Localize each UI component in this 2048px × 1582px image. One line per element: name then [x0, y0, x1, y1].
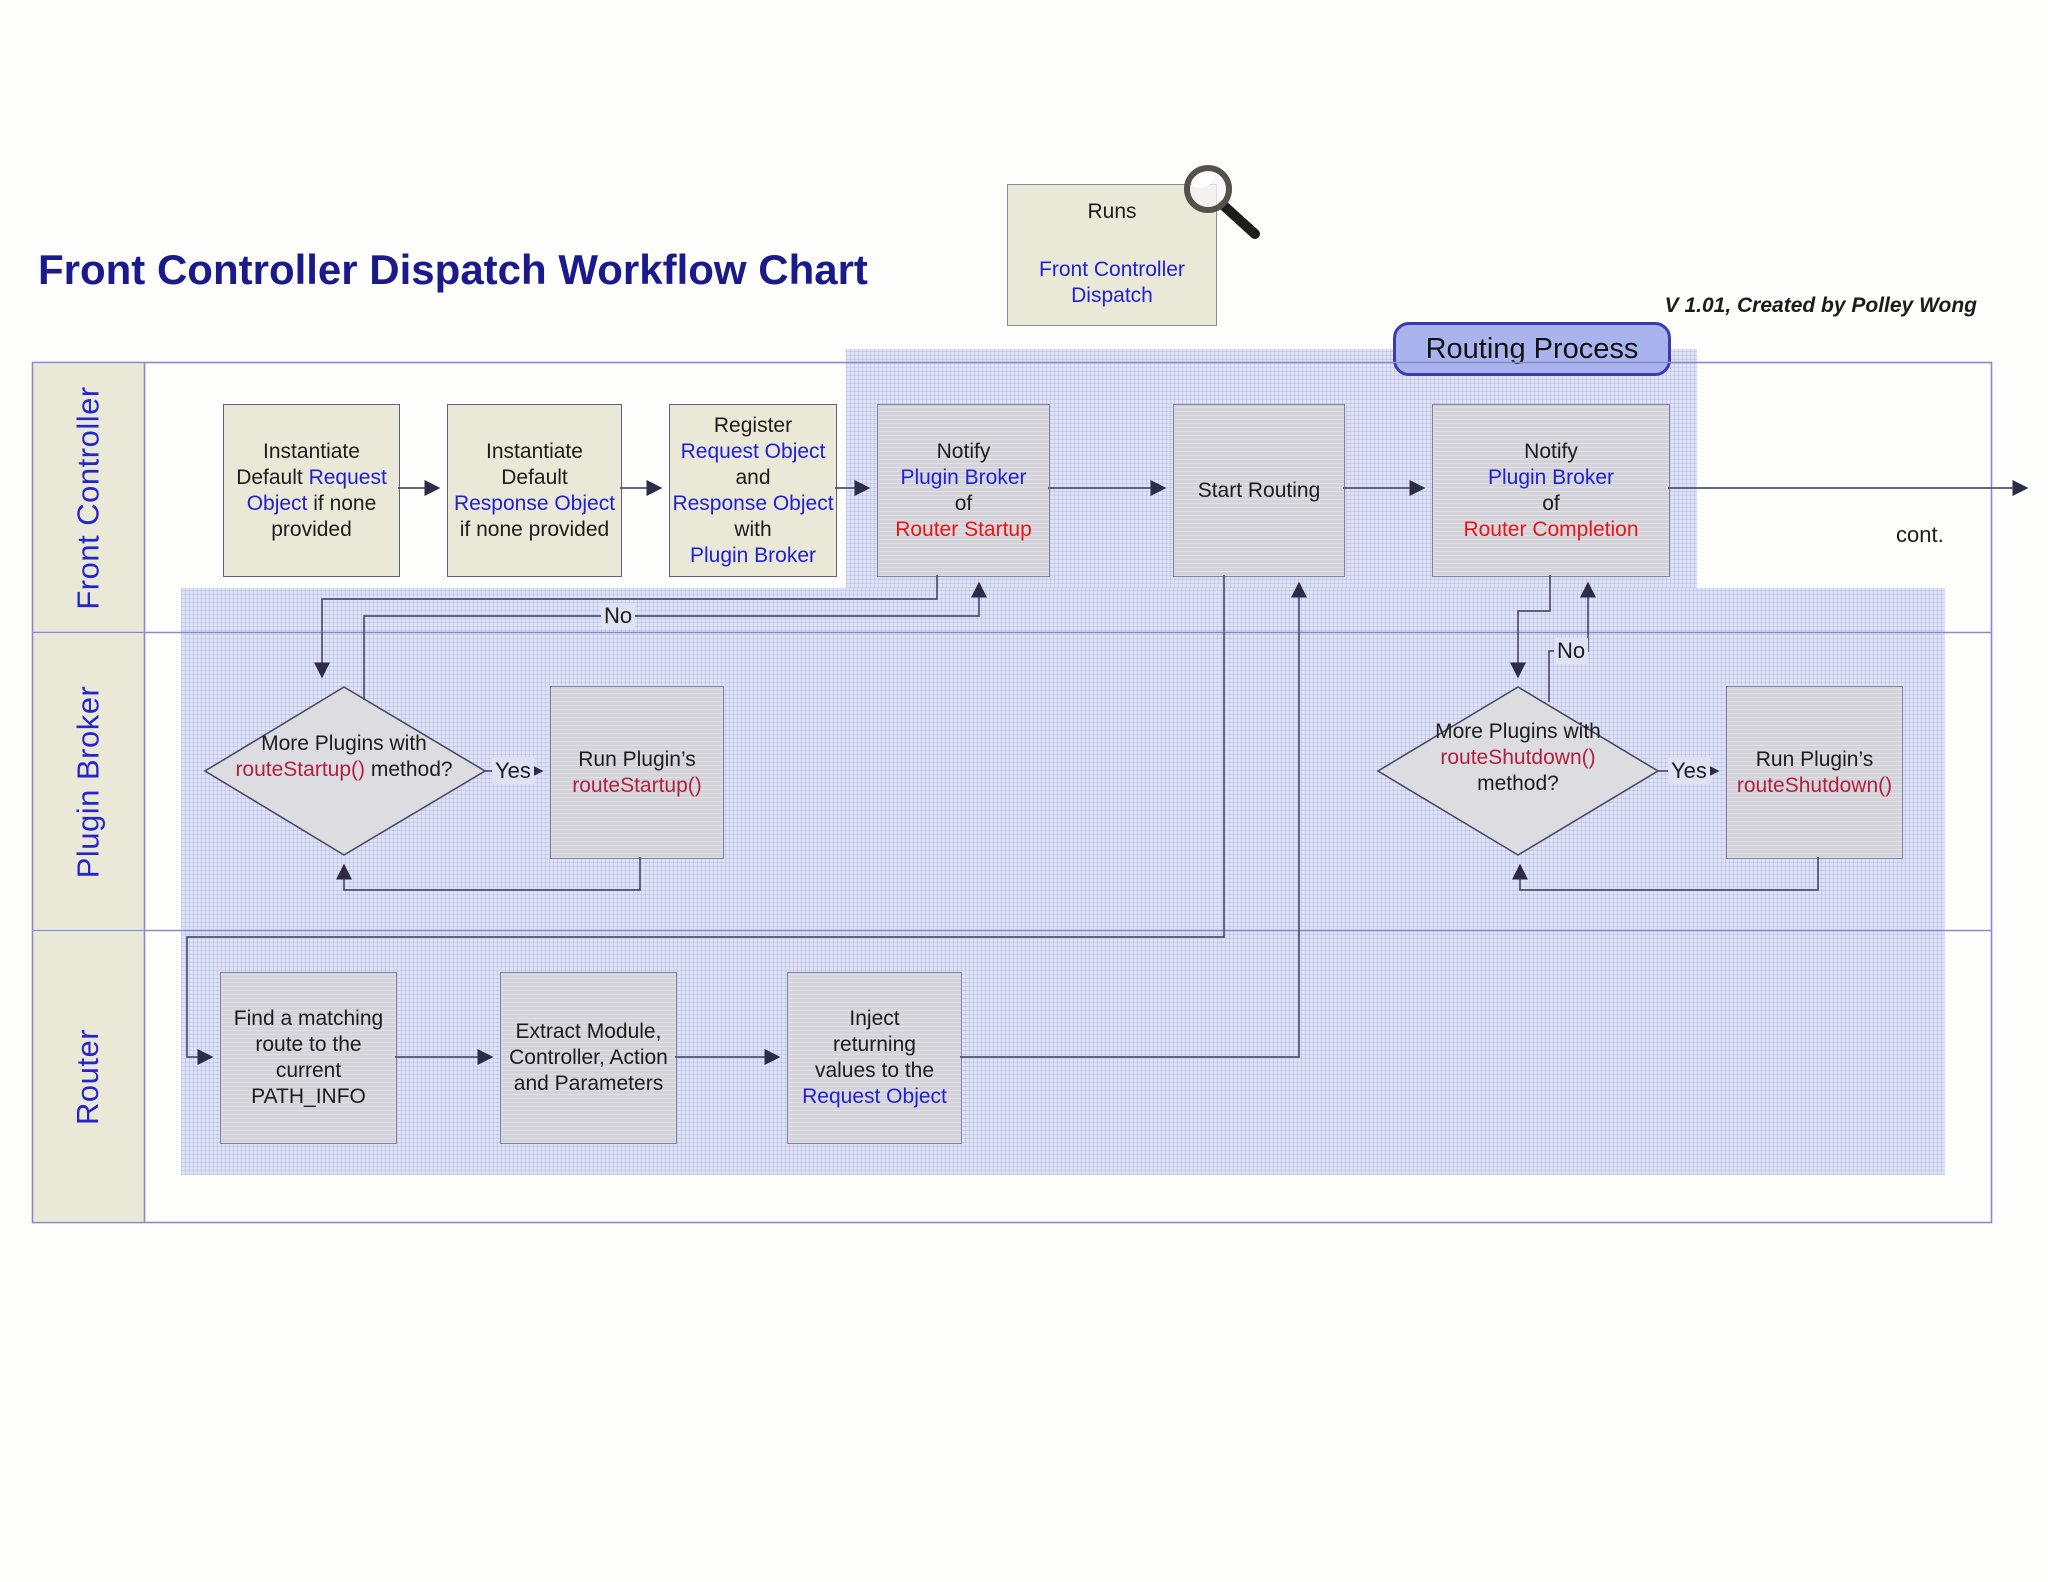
- process-run-plugin-routestartup: Run Plugin’s routeStartup(): [550, 686, 724, 859]
- swimlane-borders: [31, 361, 1993, 1224]
- page-title: Front Controller Dispatch Workflow Chart: [38, 246, 868, 293]
- label-no-left: No: [601, 603, 636, 629]
- decision-more-plugins-routestartup: [203, 686, 487, 856]
- runs-label: Runs: [1087, 200, 1137, 223]
- process-run-plugin-routeshutdown: Run Plugin’s routeShutdown(): [1726, 686, 1903, 859]
- process-notify-router-startup: Notify Plugin Broker of Router Startup: [877, 404, 1050, 577]
- legend-runs-box: Runs Front Controller Dispatch: [1007, 184, 1217, 326]
- process-notify-router-completion: Notify Plugin Broker of Router Completio…: [1432, 404, 1670, 577]
- runs-target: Front Controller Dispatch: [1039, 258, 1185, 307]
- decision-text-routestartup: More Plugins with routeStartup() method?: [235, 732, 453, 781]
- routing-region-main: [181, 588, 1945, 1175]
- magnifier-icon: [1184, 165, 1260, 239]
- process-start-routing: Start Routing: [1173, 404, 1345, 577]
- label-no-right: No: [1554, 638, 1589, 664]
- lane-label-front-controller: Front Controller: [33, 364, 144, 632]
- decision-text-routeshutdown: More Plugins with routeShutdown() method…: [1435, 720, 1601, 795]
- label-cont: cont.: [1896, 522, 1944, 547]
- process-find-route: Find a matching route to the current PAT…: [220, 972, 397, 1144]
- label-yes-left: Yes: [492, 758, 534, 784]
- lane-label-router: Router: [33, 932, 144, 1221]
- version-credit: V 1.01, Created by Polley Wong: [1664, 294, 1977, 317]
- routing-process-badge: Routing Process: [1393, 322, 1671, 376]
- process-register-objects: Register Request Object and Response Obj…: [669, 404, 837, 577]
- label-yes-right: Yes: [1668, 758, 1710, 784]
- process-instantiate-request: Instantiate Default Request Object if no…: [223, 404, 400, 577]
- process-instantiate-response: Instantiate Default Response Object if n…: [447, 404, 622, 577]
- process-extract-module: Extract Module, Controller, Action and P…: [500, 972, 677, 1144]
- decision-more-plugins-routeshutdown: [1376, 686, 1660, 856]
- lane-label-plugin-broker: Plugin Broker: [33, 634, 144, 929]
- process-inject-values: Inject returning values to the Request O…: [787, 972, 962, 1144]
